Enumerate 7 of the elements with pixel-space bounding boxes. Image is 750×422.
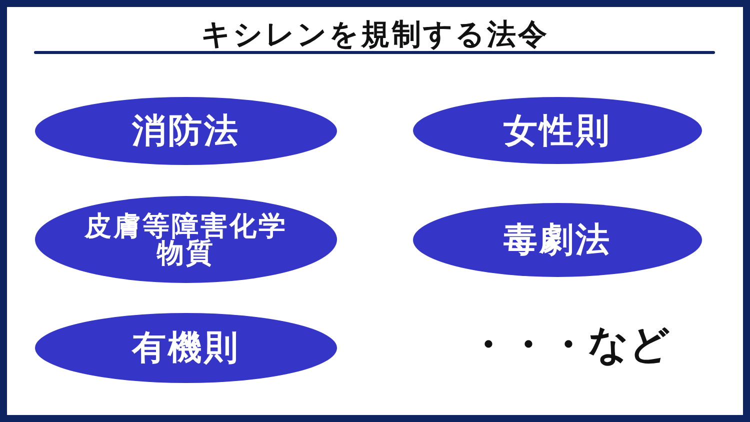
node-label: 消防法: [132, 114, 240, 148]
node-label: 皮膚等障害化学物質: [84, 212, 288, 266]
title: キシレンを規制する法令: [201, 17, 549, 51]
note-text: ・・・など: [468, 325, 670, 365]
node-label: 女性則: [504, 114, 612, 148]
node-label: 有機則: [132, 331, 240, 365]
node-label: 毒劇法: [504, 223, 612, 257]
